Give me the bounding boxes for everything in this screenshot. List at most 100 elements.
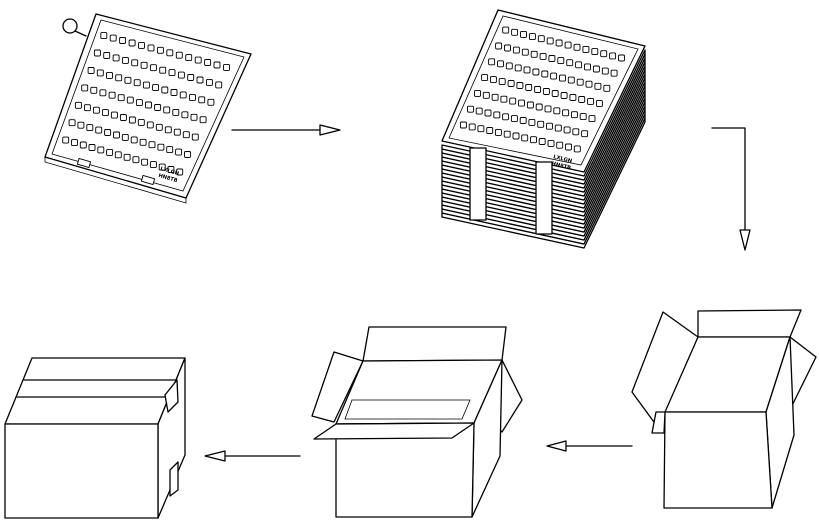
stack-pocket <box>595 99 603 107</box>
tray-pocket <box>175 148 183 156</box>
stack-pocket <box>510 115 518 123</box>
tray-pocket <box>128 116 136 124</box>
stack-pocket <box>559 74 566 82</box>
stack-pocket <box>578 96 586 103</box>
tray-pocket <box>96 69 104 77</box>
tray-pocket <box>149 64 157 72</box>
stack-pocket <box>514 64 522 72</box>
tray-pocket <box>135 99 143 107</box>
stack-pocket <box>538 138 546 145</box>
tray-pocket <box>119 37 127 44</box>
tray-pocket <box>154 104 162 111</box>
tray-pocket <box>198 96 206 104</box>
tray-pocket <box>90 86 98 94</box>
tray-row <box>81 84 207 124</box>
stack-pocket <box>554 124 562 132</box>
single-tray: LXLGN HN8TB <box>44 13 252 204</box>
tray-pocket <box>157 143 165 151</box>
stack-pocket <box>548 55 556 62</box>
stack-strap-right <box>535 161 553 235</box>
stack-pocket <box>576 78 584 86</box>
tray-pocket <box>79 141 87 149</box>
tray-pocket <box>204 59 212 66</box>
stack-row <box>467 105 589 138</box>
tray-pocket <box>87 67 95 74</box>
tray-pocket <box>207 98 215 106</box>
tray-pocket <box>152 84 160 92</box>
tray-pocket <box>182 131 190 139</box>
tray-pocket <box>137 118 145 126</box>
stack-pocket <box>512 132 520 140</box>
box3-front <box>663 411 773 509</box>
stack-pocket <box>532 68 540 76</box>
stack-pocket <box>500 95 508 103</box>
tray-label: LXLGN HN8TB <box>158 166 180 184</box>
tray-pocket <box>156 46 164 54</box>
stack-pocket <box>509 97 517 105</box>
box4-back-flap <box>362 326 507 362</box>
tray-notch <box>76 157 92 169</box>
open-box-filled <box>311 326 523 518</box>
stack-pocket <box>572 128 580 136</box>
stack-pocket <box>563 126 571 134</box>
tray-pocket <box>92 106 100 114</box>
stack-pocket <box>550 72 558 80</box>
stack-pocket <box>575 61 583 69</box>
stack-pocket <box>516 82 524 89</box>
stack-pocket <box>498 78 506 86</box>
tray-pocket <box>215 81 223 89</box>
tray-pocket <box>187 74 195 81</box>
tray-notch <box>140 174 156 186</box>
stack-pocket <box>603 84 611 92</box>
stack-pocket <box>565 143 572 151</box>
tray-pocket <box>117 94 125 102</box>
box3-front-flap-edge <box>651 411 666 434</box>
stack-pocket <box>564 41 572 49</box>
tray-pocket <box>74 101 82 109</box>
stack-pocket <box>551 90 559 97</box>
stack-pocket <box>562 109 570 117</box>
stack-pocket <box>592 65 600 73</box>
stack-pocket <box>474 89 481 97</box>
stack-pocket <box>503 130 511 138</box>
tray-pocket <box>110 111 118 119</box>
stack-pocket <box>587 97 595 105</box>
tray-pocket <box>103 52 111 59</box>
tray-pocket <box>196 76 204 84</box>
tray-pocket <box>164 126 172 134</box>
tray-pocket <box>109 34 117 42</box>
sealed-box <box>4 357 186 519</box>
stack-pocket <box>581 130 589 138</box>
tray-row <box>87 67 215 106</box>
tape-side-bottom <box>169 461 179 497</box>
stack-pocket <box>521 134 529 142</box>
stack-pocket <box>512 46 520 54</box>
stack-pocket <box>537 120 545 128</box>
stack-row <box>474 89 596 123</box>
stack-pocket <box>525 84 533 91</box>
stack-pocket <box>468 123 476 131</box>
stack-strap-left <box>469 147 487 221</box>
stack-pocket <box>520 30 527 38</box>
tray-row <box>62 136 184 176</box>
stack-pocket <box>609 52 617 60</box>
stack-pocket <box>484 109 492 117</box>
stack-pocket <box>518 99 525 107</box>
stack-pocket <box>541 70 549 78</box>
tray-pocket <box>138 41 145 49</box>
stack-pocket <box>523 66 531 74</box>
box4-contents <box>344 399 471 420</box>
stack-pocket <box>585 80 593 88</box>
tray-pocket <box>145 101 152 109</box>
tray-label-line2: HN8TB <box>158 173 179 184</box>
tray-pocket <box>130 136 138 144</box>
tray-pocket <box>83 104 91 112</box>
tray-pocket <box>184 151 191 158</box>
tray-pocket <box>93 49 101 57</box>
tray-pocket <box>112 54 120 62</box>
box4-front-flap <box>313 422 475 440</box>
stack-pocket <box>502 26 510 34</box>
stack-pocket <box>530 136 537 144</box>
tray-label-line1: LXLGN <box>159 166 179 177</box>
